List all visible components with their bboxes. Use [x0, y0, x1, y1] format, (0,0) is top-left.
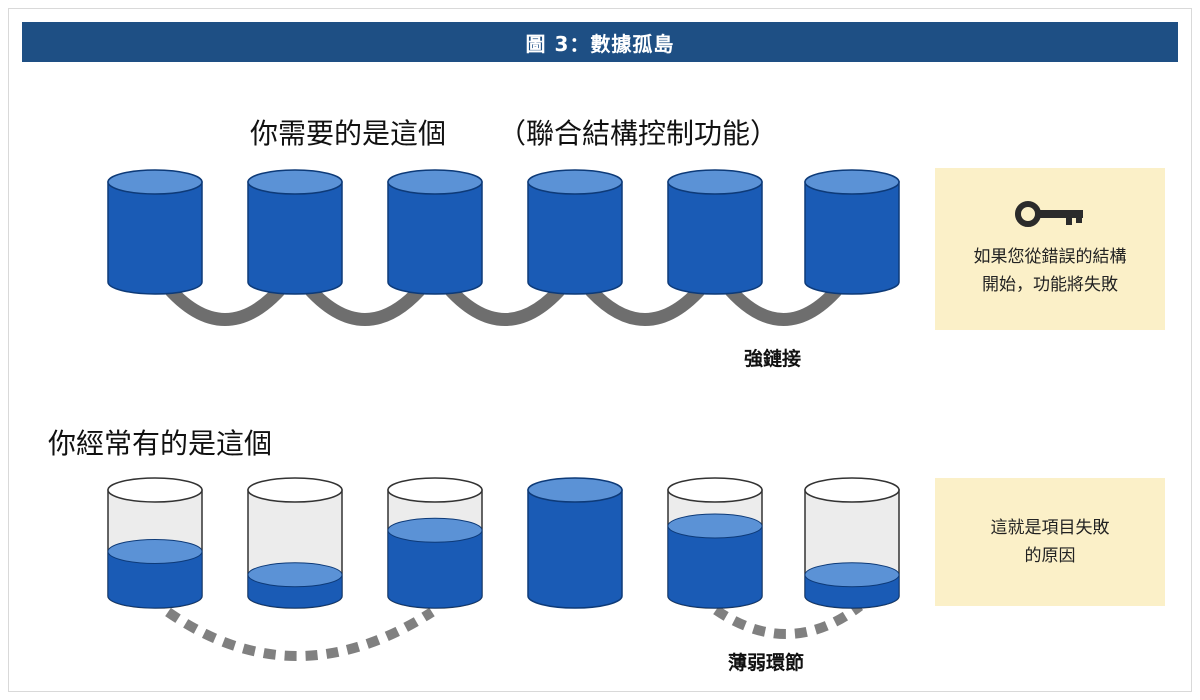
- strong-link: [158, 277, 292, 326]
- cylinder-body: [107, 181, 203, 295]
- strong-link: [578, 277, 712, 326]
- key-icon: [1015, 201, 1083, 227]
- cylinder-top: [527, 477, 623, 503]
- strong-links: [158, 277, 849, 326]
- callout-failure-line2: 的原因: [1024, 546, 1076, 566]
- callout-structure: 如果您從錯誤的結構 開始，功能將失敗: [935, 168, 1165, 330]
- cylinder-liquid-surface: [247, 562, 343, 588]
- top-cylinder: [107, 169, 203, 295]
- cylinder-top: [804, 169, 900, 195]
- cylinder-rim: [667, 477, 763, 503]
- cylinder-liquid-surface: [107, 538, 203, 564]
- bottom-cylinder: [247, 477, 343, 609]
- cylinder-rim: [804, 477, 900, 503]
- cylinder-liquid: [667, 525, 763, 609]
- figure-title: 圖 3：數據孤島: [22, 22, 1178, 62]
- cylinder-top: [667, 169, 763, 195]
- cylinder-liquid: [107, 550, 203, 609]
- cylinder-body: [667, 181, 763, 295]
- callout-failure-line1: 這就是項目失敗: [990, 518, 1110, 538]
- strong-link: [438, 277, 572, 326]
- cylinder-top: [247, 169, 343, 195]
- cylinder-body: [387, 181, 483, 295]
- top-cylinder: [527, 169, 623, 295]
- bottom-cylinder: [527, 477, 623, 609]
- bottom-cylinders: [107, 477, 900, 609]
- top-heading: 你需要的是這個: [250, 117, 447, 150]
- cylinder-rim: [387, 477, 483, 503]
- top-cylinder: [804, 169, 900, 295]
- cylinder-rim: [107, 477, 203, 503]
- cylinder-liquid: [387, 529, 483, 609]
- cylinder-body: [804, 181, 900, 295]
- cylinder-top: [107, 169, 203, 195]
- top-cylinder: [387, 169, 483, 295]
- top-heading-subtitle: （聯合結構控制功能）: [498, 117, 779, 150]
- cylinder-liquid-surface: [667, 513, 763, 539]
- weak-link-label: 薄弱環節: [728, 652, 805, 674]
- bottom-cylinder: [107, 477, 203, 609]
- bottom-heading: 你經常有的是這個: [48, 427, 273, 460]
- bottom-cylinder: [387, 477, 483, 609]
- top-cylinders: [107, 169, 900, 295]
- bottom-cylinder: [804, 477, 900, 609]
- strong-link-label: 強鏈接: [744, 348, 802, 370]
- callout-structure-line1: 如果您從錯誤的結構: [973, 247, 1127, 267]
- strong-link: [718, 277, 849, 326]
- cylinder-top: [527, 169, 623, 195]
- cylinder-liquid-surface: [804, 562, 900, 588]
- cylinder-liquid-surface: [387, 517, 483, 543]
- callout-failure: 這就是項目失敗 的原因: [935, 478, 1165, 606]
- top-cylinder: [667, 169, 763, 295]
- cylinder-body: [527, 489, 623, 609]
- cylinder-rim: [247, 477, 343, 503]
- cylinder-body: [527, 181, 623, 295]
- top-cylinder: [247, 169, 343, 295]
- cylinder-body: [247, 181, 343, 295]
- cylinder-top: [387, 169, 483, 195]
- weak-link: [165, 607, 435, 661]
- strong-link: [298, 277, 432, 326]
- bottom-cylinder: [667, 477, 763, 609]
- callout-structure-line2: 開始，功能將失敗: [982, 275, 1118, 295]
- weak-link: [713, 602, 864, 639]
- weak-links: [165, 602, 864, 661]
